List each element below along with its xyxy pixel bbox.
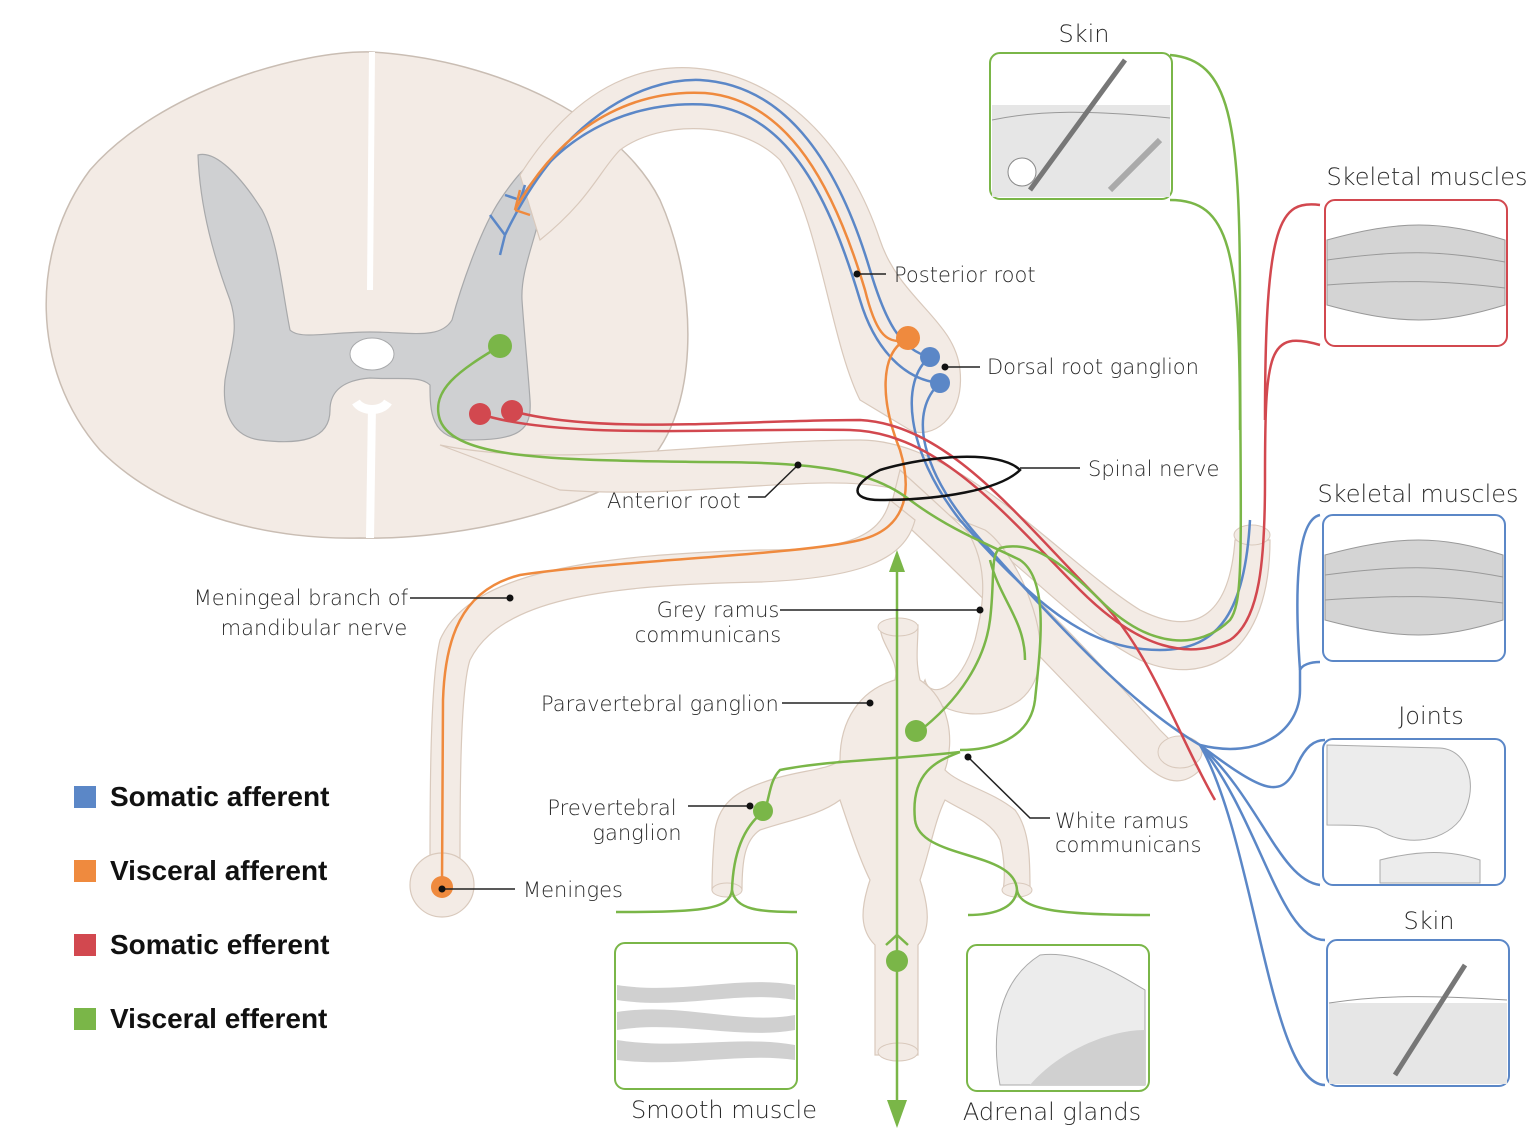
visceral-efferent-cell-body [488, 334, 512, 358]
label-skeletal-muscles-2: Skeletal muscles [1317, 480, 1518, 508]
label-white-ramus-2: communicans [1055, 833, 1201, 857]
label-white-ramus-1: White ramus [1055, 809, 1189, 833]
visceral-efferent-to-prevertebral [763, 750, 961, 811]
visceral-afferent-terminal [513, 189, 531, 217]
legend-item-visceral-afferent: Visceral afferent [74, 834, 329, 908]
chain-down-arrow [887, 1100, 907, 1128]
somatic-afferent-branch-muscle [1199, 660, 1321, 751]
visceral-efferent-smooth-muscle-2 [730, 889, 798, 914]
label-paravertebral-ganglion: Paravertebral ganglion [541, 692, 779, 716]
label-skin-top: Skin [1058, 20, 1109, 48]
legend-item-somatic-afferent: Somatic afferent [74, 760, 329, 834]
label-grey-ramus-2: communicans [635, 623, 781, 647]
visceral-efferent-adrenal-2 [967, 889, 1019, 917]
label-skin-bottom: Skin [1403, 907, 1454, 935]
label-joints: Joints [1398, 702, 1464, 730]
label-posterior-root: Posterior root [894, 263, 1036, 287]
label-spinal-nerve: Spinal nerve [1088, 457, 1219, 481]
central-canal [349, 337, 395, 371]
somatic-afferent-ganglion-cell-1 [920, 347, 940, 367]
legend-swatch-visceral-afferent [74, 860, 96, 882]
legend-item-somatic-efferent: Somatic efferent [74, 908, 329, 982]
label-anterior-root: Anterior root [607, 489, 741, 513]
posterior-median-sulcus [367, 51, 375, 291]
visceral-efferent-preganglionic [436, 344, 1042, 752]
label-adrenal-glands: Adrenal glands [963, 1098, 1141, 1126]
smooth-muscle-box [614, 942, 798, 1090]
joints-box [1322, 738, 1506, 886]
somatic-afferent-fibre-4 [921, 382, 1201, 747]
legend-label: Visceral efferent [110, 1003, 328, 1034]
label-skeletal-muscles-1: Skeletal muscles [1326, 163, 1527, 191]
legend-label: Visceral afferent [110, 855, 328, 886]
paravertebral-ganglion-sheath [711, 624, 1031, 1056]
anterior-fissure-top [352, 399, 392, 414]
smooth-muscle-ramus-end [711, 882, 743, 898]
somatic-efferent-to-muscle [1263, 203, 1321, 421]
label-grey-ramus-1: Grey ramus [657, 598, 780, 622]
somatic-afferent-terminal [489, 184, 527, 256]
legend: Somatic afferent Visceral afferent Somat… [74, 760, 329, 1056]
spinal-nerve-cut-2 [1157, 735, 1203, 769]
somatic-efferent-cell-body-1 [469, 403, 491, 425]
spinal-cord-grey-matter [197, 153, 546, 443]
legend-item-visceral-efferent: Visceral efferent [74, 982, 329, 1056]
spinal-nerve-loop [856, 455, 1022, 502]
visceral-afferent-ganglion-cell [896, 326, 920, 350]
visceral-efferent-to-adrenal [913, 750, 1151, 917]
somatic-afferent-fibre-3 [910, 356, 1252, 652]
visceral-afferent-fibre-dorsal [513, 91, 906, 343]
chain-ganglion-cell [886, 950, 908, 972]
label-dorsal-root-ganglion: Dorsal root ganglion [987, 355, 1199, 379]
somatic-afferent-fibre-1 [503, 78, 931, 359]
somatic-afferent-branch-joints-2 [1199, 744, 1321, 887]
anterior-median-fissure [366, 404, 376, 539]
label-meningeal-branch-2: mandibular nerve [221, 616, 408, 640]
legend-swatch-somatic-efferent [74, 934, 96, 956]
somatic-afferent-branch-muscle-top [1296, 513, 1321, 671]
somatic-afferent-ganglion-cell-2 [930, 373, 950, 393]
label-meninges: Meninges [523, 878, 623, 902]
label-prevertebral-2: ganglion [592, 821, 681, 845]
skeletal-muscles-box-1 [1324, 199, 1508, 347]
visceral-efferent-to-skin [1169, 198, 1242, 431]
legend-swatch-somatic-afferent [74, 786, 96, 808]
label-meningeal-branch-1: Meningeal branch of [194, 586, 409, 610]
adrenal-glands-box [966, 944, 1150, 1092]
posterior-root-sheath [519, 67, 962, 434]
label-smooth-muscle: Smooth muscle [631, 1096, 817, 1124]
chain-up-arrow [889, 550, 905, 572]
somatic-afferent-branch-skin-2 [1198, 744, 1326, 1087]
prevertebral-ganglion-cell [753, 801, 773, 821]
label-prevertebral-1: Prevertebral [547, 796, 676, 820]
somatic-afferent-branch-skin [1199, 744, 1326, 942]
somatic-efferent-cell-body-2 [501, 400, 523, 422]
legend-label: Somatic afferent [110, 781, 330, 812]
legend-label: Somatic efferent [110, 929, 330, 960]
skin-top-box [989, 52, 1173, 200]
chain-synapse-mark [885, 933, 909, 946]
visceral-efferent-postganglionic-grey [916, 53, 1243, 734]
somatic-afferent-fibre-2 [518, 103, 941, 385]
spinal-nerve-cut-1 [1233, 524, 1271, 546]
visceral-efferent-white-ramus [988, 559, 1027, 661]
legend-swatch-visceral-efferent [74, 1008, 96, 1030]
skeletal-muscles-box-2 [1322, 514, 1506, 662]
paravertebral-ganglion-cell [905, 720, 927, 742]
somatic-efferent-fibre-1 [479, 339, 1321, 651]
somatic-efferent-fibre-2 [511, 409, 1217, 801]
somatic-afferent-branch-joints [1199, 738, 1326, 789]
skin-bottom-box [1326, 939, 1510, 1087]
